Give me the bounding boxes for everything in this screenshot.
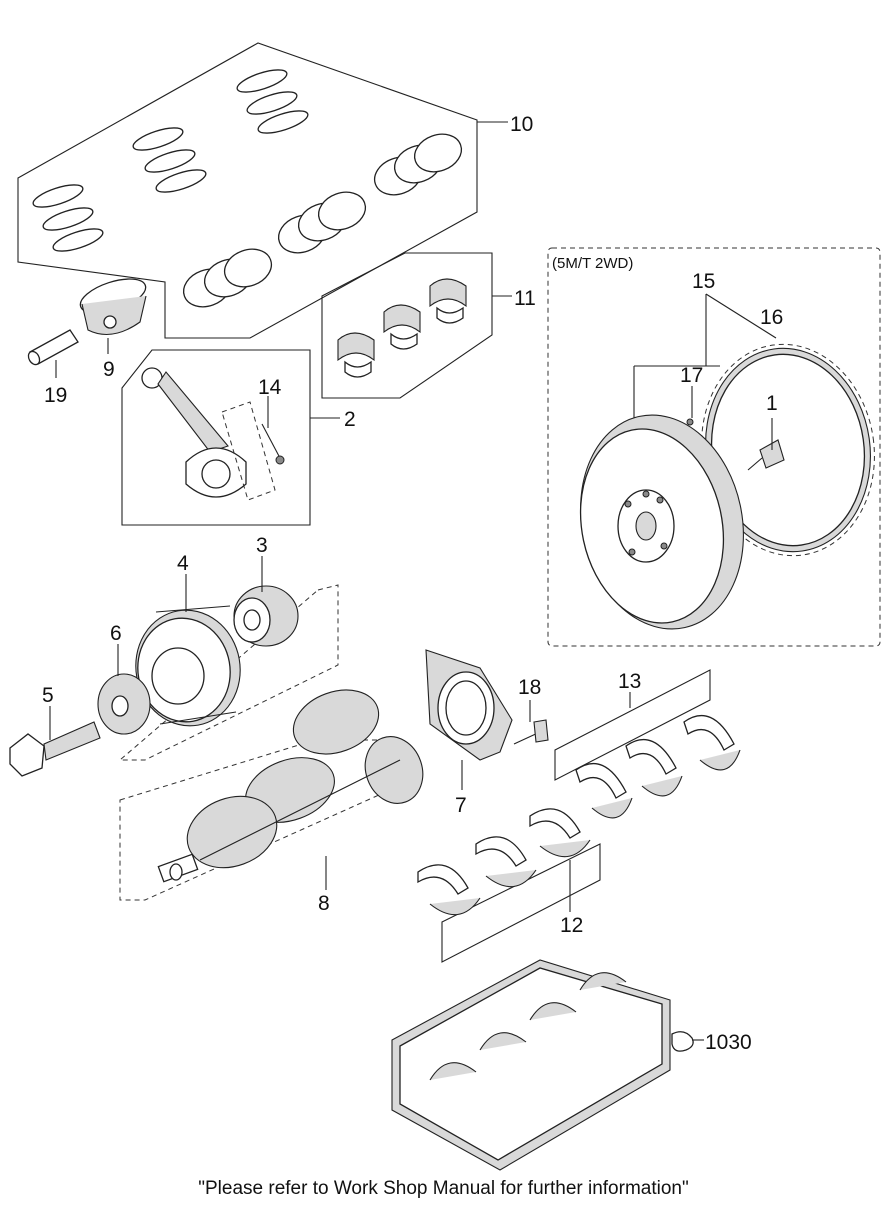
callout-9: 9 bbox=[103, 358, 115, 381]
callout-7: 7 bbox=[455, 794, 467, 817]
pulley-bolt bbox=[9, 721, 101, 777]
piston-rings-row-1 bbox=[32, 69, 309, 252]
callout-2: 2 bbox=[344, 408, 356, 431]
flywheel-assembly bbox=[547, 247, 881, 647]
callout-15: 15 bbox=[692, 270, 715, 293]
piston bbox=[79, 278, 147, 336]
callout-17: 17 bbox=[680, 364, 703, 387]
crankshaft bbox=[119, 689, 424, 901]
callout-1: 1 bbox=[766, 392, 778, 415]
callout-5: 5 bbox=[42, 684, 54, 707]
washer bbox=[97, 673, 151, 735]
callout-13: 13 bbox=[618, 670, 641, 693]
footer-note: "Please refer to Work Shop Manual for fu… bbox=[198, 1178, 689, 1199]
bearing-cap-ladder bbox=[391, 959, 694, 1171]
callout-10: 10 bbox=[510, 113, 533, 136]
callout-19: 19 bbox=[44, 384, 67, 407]
pulley-group bbox=[9, 584, 339, 777]
callout-1030: 1030 bbox=[705, 1031, 752, 1054]
callout-14: 14 bbox=[258, 376, 282, 399]
callout-11: 11 bbox=[514, 287, 536, 310]
callout-6: 6 bbox=[110, 622, 122, 645]
piston-ring-set bbox=[17, 42, 478, 339]
ring-gear bbox=[701, 343, 875, 557]
callout-numbers: (5M/T 2WD) 10 11 9 19 14 2 15 16 17 1 4 … bbox=[42, 113, 783, 1054]
variant-label: (5M/T 2WD) bbox=[552, 255, 633, 272]
callout-12: 12 bbox=[560, 914, 583, 937]
main-bearing-upper bbox=[554, 669, 741, 819]
rear-oil-seal-case bbox=[425, 649, 513, 761]
flywheel bbox=[579, 414, 744, 630]
main-bearing-lower bbox=[417, 808, 601, 963]
callout-18: 18 bbox=[518, 676, 541, 699]
piston-pin bbox=[27, 329, 79, 366]
crankshaft-pulley bbox=[135, 605, 241, 727]
seal-case-bolt bbox=[513, 719, 549, 745]
timing-sprocket bbox=[233, 585, 299, 647]
leader-lines bbox=[49, 121, 773, 1041]
callout-4: 4 bbox=[177, 552, 189, 575]
callout-3: 3 bbox=[256, 534, 268, 557]
flywheel-bolt bbox=[747, 439, 785, 471]
connecting-rod-assembly bbox=[121, 349, 338, 526]
callout-16: 16 bbox=[760, 306, 783, 329]
rod-bearing-set bbox=[321, 252, 493, 399]
piston-rings-row-2 bbox=[182, 133, 463, 308]
callout-8: 8 bbox=[318, 892, 330, 915]
